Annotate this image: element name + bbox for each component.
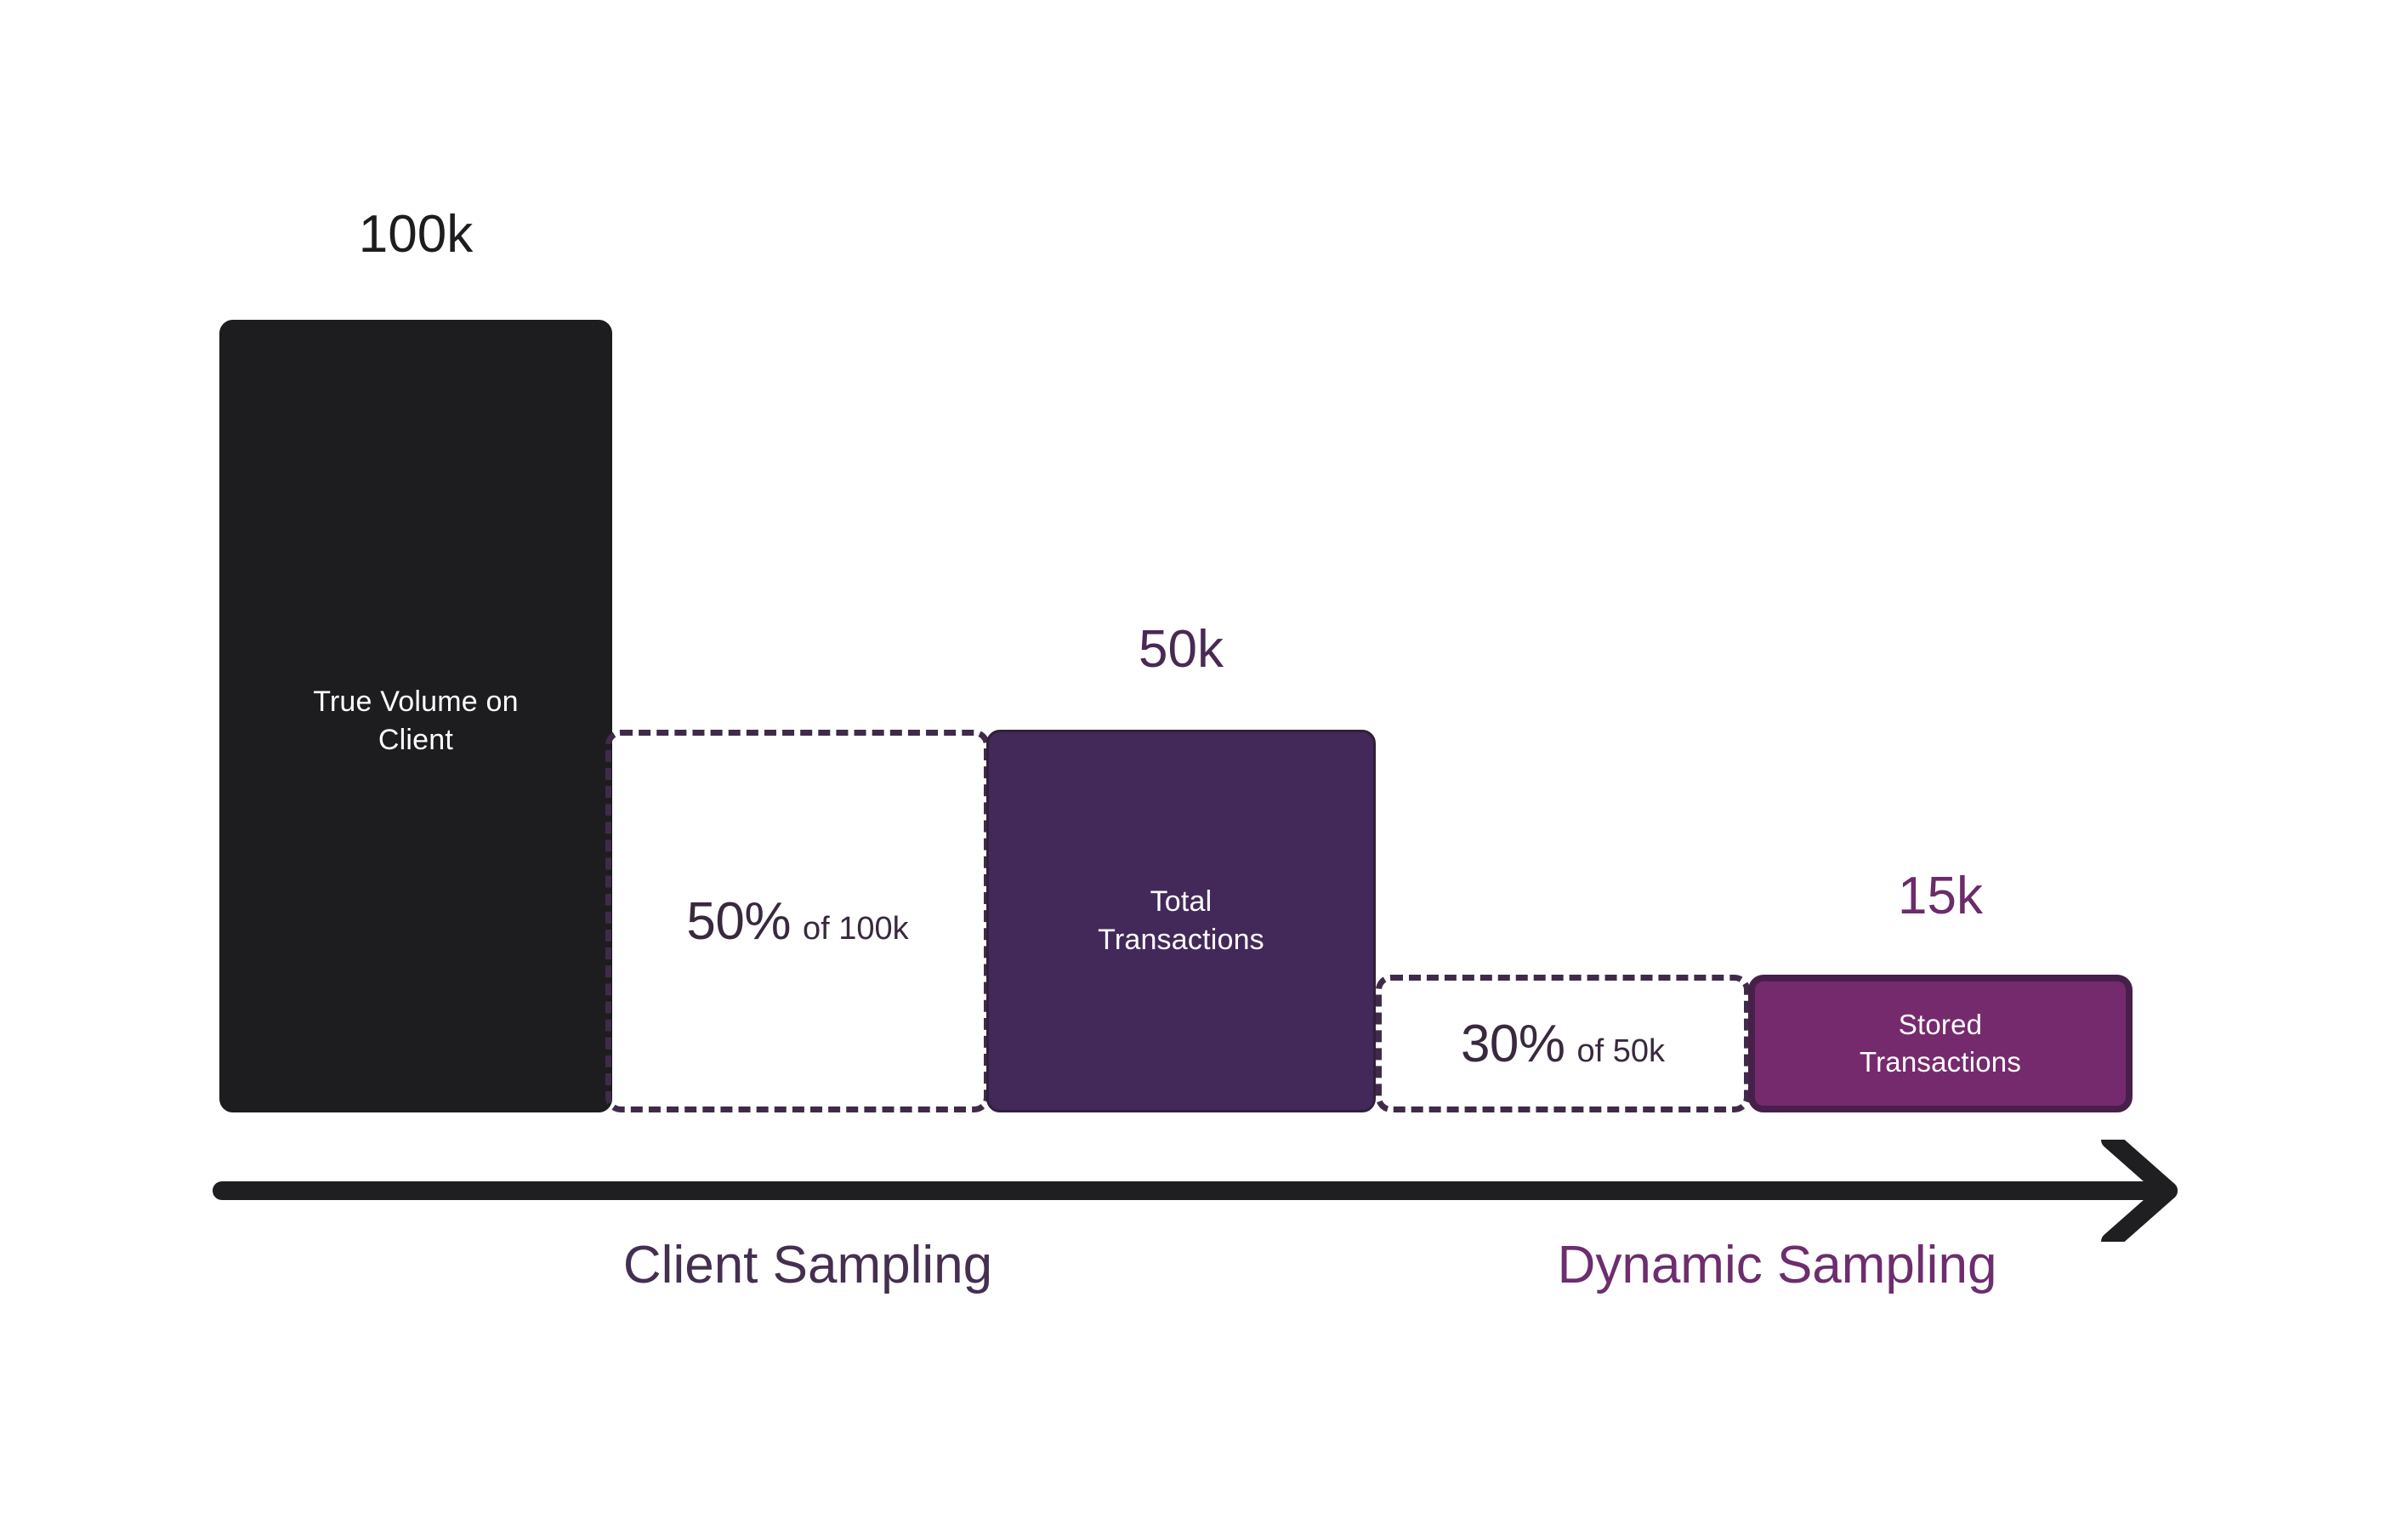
arrow-right-icon (213, 1140, 2178, 1242)
reduction-box-dynamic-sampling: 30% of 50k (1376, 975, 1750, 1112)
dynamic-sampling-percent: 30% (1460, 1014, 1565, 1073)
bar-stored-transactions-label: Stored Transactions (1859, 1009, 2022, 1078)
bar-total-transactions: Total Transactions (986, 730, 1376, 1112)
stage-label-dynamic-sampling: Dynamic Sampling (1557, 1236, 1997, 1294)
dynamic-sampling-of-text: of 50k (1576, 1033, 1666, 1069)
bar-stored-transactions: Stored Transactions (1748, 975, 2133, 1112)
reduction-box-client-sampling: 50% of 100k (605, 730, 990, 1112)
value-label-true-volume: 100k (358, 205, 474, 264)
bar-true-volume-label: True Volume on Client (313, 686, 519, 757)
client-sampling-percent: 50% (686, 891, 791, 951)
client-sampling-rate: 50% of 100k (686, 891, 908, 952)
stage-label-client-sampling: Client Sampling (622, 1236, 993, 1294)
dynamic-sampling-rate: 30% of 50k (1461, 1014, 1665, 1074)
client-sampling-of-text: of 100k (802, 910, 909, 947)
value-label-total-transactions: 50k (1139, 620, 1224, 679)
bar-true-volume-on-client: True Volume on Client (219, 320, 612, 1112)
bar-total-transactions-label: Total Transactions (1098, 885, 1264, 956)
value-label-stored-transactions: 15k (1898, 867, 1983, 925)
